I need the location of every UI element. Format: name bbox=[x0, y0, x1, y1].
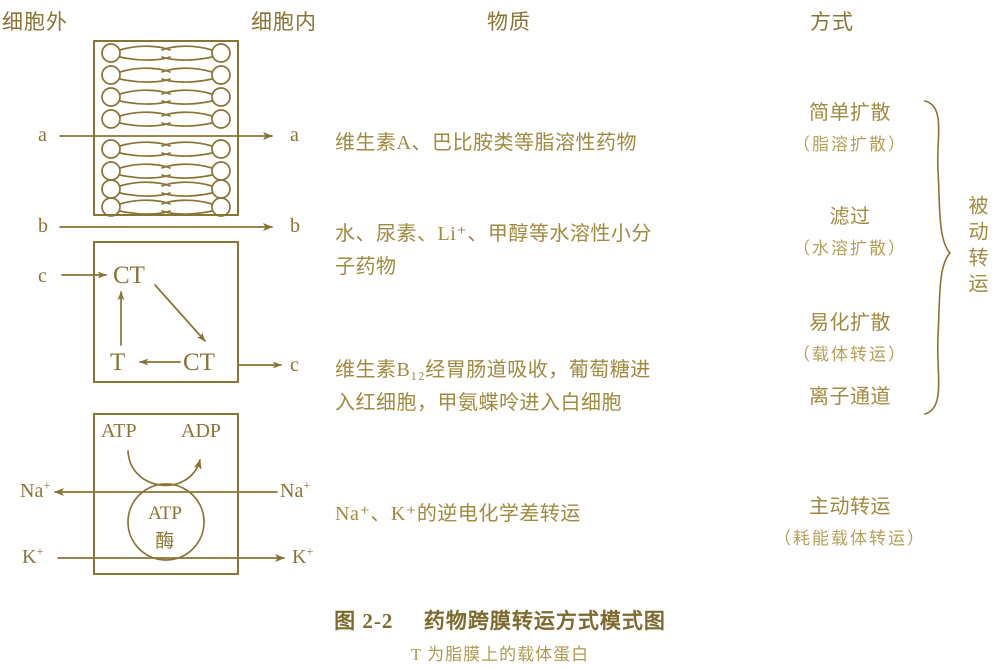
membrane-box bbox=[93, 40, 239, 216]
k-influx-label-outside: K+ bbox=[22, 544, 44, 568]
method-alt-facilitated-diffusion: （载体转运） bbox=[793, 345, 907, 364]
carrier-transport-box bbox=[93, 241, 239, 383]
passive-transport-brace bbox=[924, 100, 952, 415]
column-header-method: 方式 bbox=[810, 10, 854, 34]
pathway-label-b-right: b bbox=[290, 215, 300, 237]
figure-title: 药物跨膜转运方式模式图 bbox=[423, 609, 666, 633]
t-carrier-label: T bbox=[110, 349, 126, 376]
atp-label: ATP bbox=[101, 420, 137, 442]
method-name-simple-diffusion: 简单扩散 bbox=[809, 102, 891, 124]
na-efflux-label-inside: Na+ bbox=[280, 478, 311, 502]
figure-caption-note: T 为脂膜上的载体蛋白 bbox=[410, 645, 590, 664]
substance-text-b-line2: 子药物 bbox=[335, 256, 397, 278]
pathway-label-a-left: a bbox=[38, 124, 47, 146]
pathway-label-c-left: c bbox=[38, 265, 47, 287]
method-alt-filtration: （水溶扩散） bbox=[793, 239, 907, 258]
passive-transport-group-label: 被动转运 bbox=[965, 195, 987, 299]
pathway-label-b-left: b bbox=[38, 215, 48, 237]
ct-top-label: CT bbox=[113, 262, 145, 289]
method-name-facilitated-diffusion: 易化扩散 bbox=[809, 312, 891, 334]
figure-number: 图 2-2 bbox=[334, 609, 394, 633]
method-name-ion-channel: 离子通道 bbox=[809, 386, 891, 408]
substance-text-c-line1: 维生素B₁₂经胃肠道吸收，葡萄糖进 bbox=[335, 359, 651, 381]
column-header-intracellular: 细胞内 bbox=[251, 10, 317, 34]
k-influx-label-inside: K+ bbox=[292, 544, 314, 568]
substance-text-a: 维生素A、巴比胺类等脂溶性药物 bbox=[335, 132, 637, 154]
column-header-substance: 物质 bbox=[487, 10, 531, 34]
pathway-label-c-right: c bbox=[290, 354, 299, 376]
atpase-enzyme-line2: 酶 bbox=[155, 531, 175, 552]
method-name-active-transport: 主动转运 bbox=[809, 496, 891, 518]
ct-bottom-label: CT bbox=[183, 349, 215, 376]
method-alt-active-transport: （耗能载体转运） bbox=[774, 529, 926, 548]
pathway-label-a-right: a bbox=[290, 124, 299, 146]
method-name-filtration: 滤过 bbox=[829, 206, 871, 228]
method-alt-simple-diffusion: （脂溶扩散） bbox=[793, 135, 907, 154]
substance-text-d: Na⁺、K⁺的逆电化学差转运 bbox=[335, 503, 581, 525]
column-header-extracellular: 细胞外 bbox=[2, 10, 68, 34]
active-transport-pump-box bbox=[93, 413, 239, 575]
substance-text-c-line2: 入红细胞，甲氨蝶呤进入白细胞 bbox=[335, 392, 622, 414]
na-efflux-label-outside: Na+ bbox=[20, 478, 51, 502]
adp-label: ADP bbox=[181, 420, 222, 442]
atpase-enzyme-line1: ATP bbox=[148, 503, 182, 524]
figure-caption-title: 图 2-2 药物跨膜转运方式模式图 bbox=[334, 605, 666, 635]
substance-text-b-line1: 水、尿素、Li⁺、甲醇等水溶性小分 bbox=[335, 223, 652, 245]
